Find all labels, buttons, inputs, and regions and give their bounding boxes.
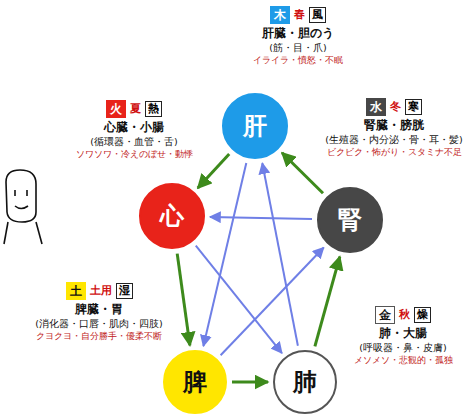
season-name: 春 bbox=[292, 7, 307, 23]
body-parts-text: (呼吸器・鼻・皮膚) bbox=[336, 341, 470, 354]
climate-name: 寒 bbox=[405, 99, 422, 115]
climate-name: 燥 bbox=[414, 307, 431, 323]
control-arrow bbox=[196, 246, 282, 353]
control-arrow bbox=[210, 217, 312, 219]
emotion-text: ソワソワ・冷えのぼせ・動悸 bbox=[66, 148, 202, 161]
element-label-group: 水冬寒腎臓・膀胱(生殖器・内分泌・骨・耳・髪)ビクビク・怖がり・スタミナ不足 bbox=[318, 98, 470, 159]
element-header: 木春風 bbox=[238, 6, 358, 24]
organ-circle: 心 bbox=[139, 183, 205, 249]
element-name: 土 bbox=[66, 282, 86, 300]
element-label-group: 木春風肝臓・胆のう(筋・目・爪)イライラ・憤怒・不眠 bbox=[238, 6, 358, 67]
element-label-group: 火夏熱心臓・小腸(循環器・血管・舌)ソワソワ・冷えのぼせ・動悸 bbox=[66, 100, 202, 161]
body-parts-text: (筋・目・爪) bbox=[238, 41, 358, 54]
element-header: 水冬寒 bbox=[318, 98, 470, 116]
element-name: 金 bbox=[375, 306, 395, 324]
organ-circle: 脾 bbox=[163, 350, 227, 414]
organ-circle: 腎 bbox=[317, 187, 383, 253]
climate-name: 風 bbox=[309, 7, 326, 23]
control-arrow bbox=[262, 163, 298, 345]
control-arrow bbox=[203, 163, 246, 346]
season-name: 冬 bbox=[388, 99, 403, 115]
emotion-text: メソメソ・悲観的・孤独 bbox=[336, 354, 470, 367]
season-name: 夏 bbox=[128, 101, 143, 117]
body-parts-text: (生殖器・内分泌・骨・耳・髪) bbox=[318, 133, 470, 146]
organ-name: 腎 bbox=[338, 204, 362, 236]
organ-text: 肺・大腸 bbox=[336, 326, 470, 341]
element-header: 土土用湿 bbox=[24, 282, 174, 300]
generation-arrow bbox=[315, 257, 340, 347]
control-arrow bbox=[221, 248, 324, 356]
organ-name: 肺 bbox=[293, 366, 317, 398]
element-header: 火夏熱 bbox=[66, 100, 202, 118]
season-name: 土用 bbox=[88, 283, 114, 299]
generation-arrow bbox=[232, 381, 268, 384]
generation-arrow bbox=[282, 153, 323, 194]
element-name: 水 bbox=[366, 98, 386, 116]
organ-circle: 肝 bbox=[222, 93, 288, 159]
generation-arrow bbox=[177, 254, 190, 346]
generation-arrow bbox=[198, 154, 229, 188]
organ-text: 脾臓・胃 bbox=[24, 302, 174, 317]
climate-name: 湿 bbox=[116, 283, 133, 299]
organ-name: 心 bbox=[160, 200, 184, 232]
body-parts-text: (循環器・血管・舌) bbox=[66, 135, 202, 148]
body-parts-text: (消化器・口唇・肌肉・四肢) bbox=[24, 317, 174, 330]
organ-name: 肝 bbox=[243, 110, 267, 142]
element-name: 木 bbox=[270, 6, 290, 24]
organ-text: 肝臓・胆のう bbox=[238, 26, 358, 41]
element-header: 金秋燥 bbox=[336, 306, 470, 324]
organ-circle: 肺 bbox=[273, 350, 337, 414]
stick-figure-drawing bbox=[4, 170, 42, 244]
season-name: 秋 bbox=[397, 307, 412, 323]
emotion-text: ビクビク・怖がり・スタミナ不足 bbox=[318, 146, 470, 159]
climate-name: 熱 bbox=[145, 101, 162, 117]
element-name: 火 bbox=[106, 100, 126, 118]
element-label-group: 金秋燥肺・大腸(呼吸器・鼻・皮膚)メソメソ・悲観的・孤独 bbox=[336, 306, 470, 367]
organ-text: 心臓・小腸 bbox=[66, 120, 202, 135]
emotion-text: クヨクヨ・自分勝手・優柔不断 bbox=[24, 330, 174, 343]
organ-name: 脾 bbox=[183, 366, 207, 398]
element-label-group: 土土用湿脾臓・胃(消化器・口唇・肌肉・四肢)クヨクヨ・自分勝手・優柔不断 bbox=[24, 282, 174, 343]
emotion-text: イライラ・憤怒・不眠 bbox=[238, 54, 358, 67]
organ-text: 腎臓・膀胱 bbox=[318, 118, 470, 133]
